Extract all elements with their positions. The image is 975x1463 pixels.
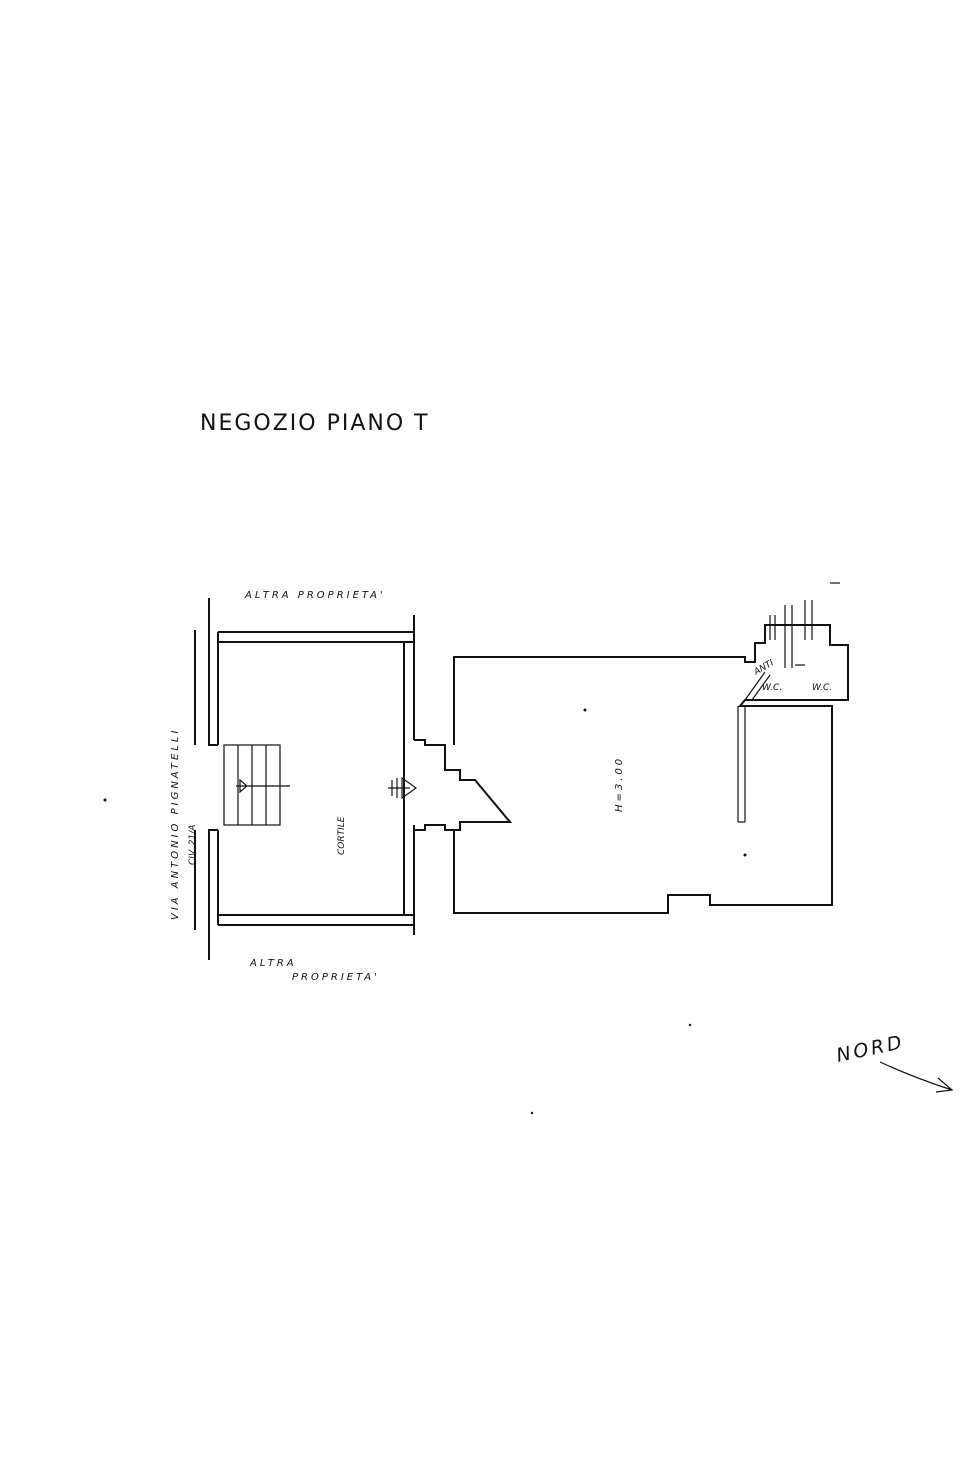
- north-arrow-icon: [879, 1061, 954, 1093]
- neighbor-label-bottom-1: ALTRA: [249, 958, 297, 969]
- civic-number-label: CIV. 21/A: [188, 825, 198, 865]
- entrance-arrow-icon: [239, 778, 248, 794]
- street-boundary: [194, 598, 210, 960]
- courtyard-label: CORTILE: [337, 816, 347, 855]
- wc-label-2: W.C.: [812, 683, 832, 693]
- street-label: VIA ANTONIO PIGNATELLI: [170, 728, 181, 920]
- passage: [388, 739, 513, 831]
- ceiling-height-label: H=3.00: [614, 756, 625, 812]
- neighbor-label-bottom-2: PROPRIETA': [292, 972, 380, 983]
- entrance-stairs: [223, 744, 290, 826]
- plan-title: NEGOZIO PIANO T: [200, 411, 430, 436]
- north-label: NORD: [834, 1031, 906, 1067]
- neighbor-label-top: ALTRA PROPRIETA': [244, 590, 386, 601]
- shop-room: [103, 582, 849, 1115]
- wc-label-1: W.C.: [762, 683, 782, 693]
- courtyard: [208, 615, 415, 935]
